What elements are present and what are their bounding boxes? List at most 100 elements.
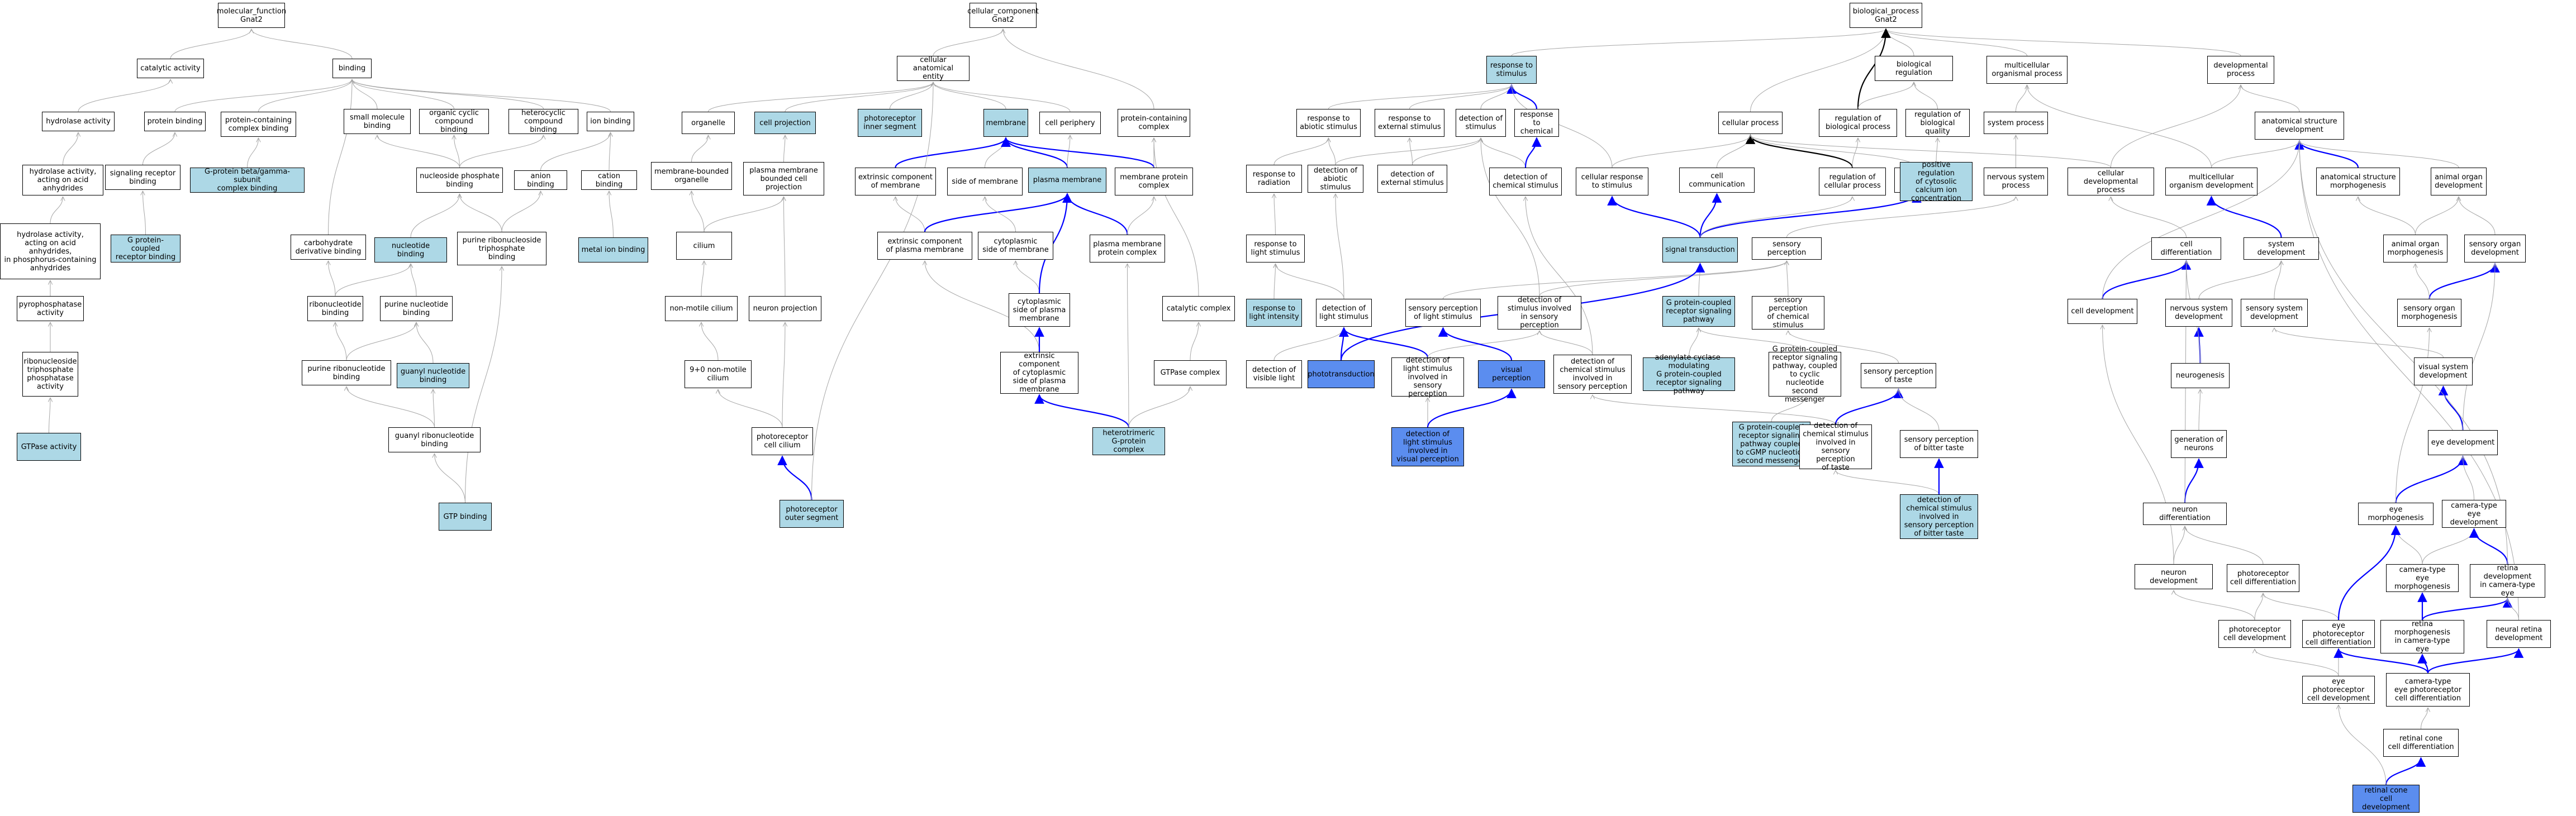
go-term-detect-chemical[interactable]: detection of chemical stimulus xyxy=(1489,168,1562,195)
go-term-protein-binding[interactable]: protein binding xyxy=(144,112,206,131)
go-term-system-process[interactable]: system process xyxy=(1984,112,2048,134)
go-term-ninepzero[interactable]: 9+0 non-motile cilium xyxy=(685,360,752,388)
go-term-cell-development[interactable]: cell development xyxy=(2068,299,2137,324)
go-term-eye-morphogenesis[interactable]: eye morphogenesis xyxy=(2358,503,2434,525)
go-term-anion[interactable]: anion binding xyxy=(514,170,567,190)
go-term-hydrolase[interactable]: hydrolase activity xyxy=(42,112,115,131)
go-term-retina-morph[interactable]: retina morphogenesis in camera-type eye xyxy=(2380,620,2464,653)
go-term-nucleoside-phos[interactable]: nucleoside phosphate binding xyxy=(416,168,503,193)
go-term-extrinsic-mem[interactable]: extrinsic component of membrane xyxy=(855,168,936,195)
go-term-eye-development[interactable]: eye development xyxy=(2428,430,2498,455)
go-term-phototransduction[interactable]: phototransduction xyxy=(1308,360,1375,388)
go-term-neurogenesis[interactable]: neurogenesis xyxy=(2171,363,2230,388)
go-term-cellular-process[interactable]: cellular process xyxy=(1718,112,1783,134)
go-term-animal-organ-morph[interactable]: animal organ morphogenesis xyxy=(2383,235,2447,263)
go-term-gtpase[interactable]: GTPase activity xyxy=(17,433,81,461)
go-term-binding[interactable]: binding xyxy=(332,59,372,78)
go-term-camera-eye-morph[interactable]: camera-type eye morphogenesis xyxy=(2386,564,2459,592)
go-term-nonmotile-cilium[interactable]: non-motile cilium xyxy=(665,296,738,321)
go-term-detect-abiotic[interactable]: detection of abiotic stimulus xyxy=(1308,165,1363,193)
go-term-heterocyclic[interactable]: heterocyclic compound binding xyxy=(508,109,578,134)
go-term-nervous-sys-process[interactable]: nervous system process xyxy=(1984,168,2048,195)
go-term-organelle[interactable]: organelle xyxy=(682,112,735,134)
go-term-cell-periphery[interactable]: cell periphery xyxy=(1039,112,1101,134)
go-term-anat-struct-dev[interactable]: anatomical structure development xyxy=(2255,112,2344,140)
go-term-system-development[interactable]: system development xyxy=(2244,237,2319,260)
go-term-sensory-organ-dev[interactable]: sensory organ development xyxy=(2464,235,2526,263)
go-term-sensory-perception[interactable]: sensory perception xyxy=(1752,237,1822,260)
go-term-camera-eye-dev[interactable]: camera-type eye development xyxy=(2442,500,2506,528)
go-term-ion-binding[interactable]: ion binding xyxy=(587,112,634,131)
go-term-resp-light-intensity[interactable]: response to light intensity xyxy=(1246,299,1302,327)
go-term-multicell-org-dev[interactable]: multicellular organism development xyxy=(2165,168,2257,195)
go-term-guanyl-ribonucleotide[interactable]: guanyl ribonucleotide binding xyxy=(388,427,481,452)
go-term-pos-reg-calcium[interactable]: positive regulation of cytosolic calcium… xyxy=(1900,161,1973,203)
go-term-guanyl-nucleotide[interactable]: guanyl nucleotide binding xyxy=(397,363,469,388)
go-term-purine-nucleotide[interactable]: purine nucleotide binding xyxy=(380,296,453,321)
go-term-plasma-mem-prot-complex[interactable]: plasma membrane protein complex xyxy=(1090,235,1165,263)
go-term-bp-root[interactable]: biological_process Gnat2 xyxy=(1850,3,1922,28)
go-term-photoreceptor-outer[interactable]: photoreceptor outer segment xyxy=(780,500,844,528)
go-term-eye-photoreceptor-diff[interactable]: eye photoreceptor cell differentiation xyxy=(2302,620,2375,648)
go-term-sens-perc-bitter[interactable]: sensory perception of bitter taste xyxy=(1900,430,1978,458)
go-term-cilium[interactable]: cilium xyxy=(676,232,732,260)
go-term-cell-projection[interactable]: cell projection xyxy=(754,112,816,134)
go-term-neuron-development[interactable]: neuron development xyxy=(2135,564,2213,589)
go-term-cell-anat[interactable]: cellular anatomical entity xyxy=(897,56,969,81)
go-term-photoreceptor-dev[interactable]: photoreceptor cell development xyxy=(2218,620,2291,648)
go-term-neural-retina-dev[interactable]: neural retina development xyxy=(2487,620,2551,648)
go-term-detect-chem-bitter[interactable]: detection of chemical stimulus involved … xyxy=(1900,494,1978,539)
go-term-detect-light-visual[interactable]: detection of light stimulus involved in … xyxy=(1391,427,1464,466)
go-term-photoreceptor-diff[interactable]: photoreceptor cell differentiation xyxy=(2227,564,2299,592)
go-term-cell-resp-stimulus[interactable]: cellular response to stimulus xyxy=(1576,168,1648,195)
go-term-detect-chem-sensory[interactable]: detection of chemical stimulus involved … xyxy=(1553,355,1632,394)
go-term-detect-light[interactable]: detection of light stimulus xyxy=(1316,299,1372,327)
go-term-neuron-differentiation[interactable]: neuron differentiation xyxy=(2143,503,2227,525)
go-term-nervous-sys-dev[interactable]: nervous system development xyxy=(2165,299,2232,327)
go-term-prot-cont-complex[interactable]: protein-containing complex xyxy=(1118,109,1190,137)
go-term-cc-root[interactable]: cellular_component Gnat2 xyxy=(967,3,1039,28)
go-term-membrane-bounded-org[interactable]: membrane-bounded organelle xyxy=(651,162,732,190)
go-term-sensory-organ-morph[interactable]: sensory organ morphogenesis xyxy=(2397,299,2461,327)
go-term-gpcr-binding[interactable]: G protein-coupled receptor binding xyxy=(111,235,180,263)
go-term-cytoplasmic-side[interactable]: cytoplasmic side of membrane xyxy=(978,232,1053,260)
go-term-visual-perception[interactable]: visual perception xyxy=(1478,360,1545,388)
go-term-plasma-mem-proj[interactable]: plasma membrane bounded cell projection xyxy=(743,162,824,195)
go-term-detect-external[interactable]: detection of external stimulus xyxy=(1377,165,1447,193)
go-term-signaling-receptor[interactable]: signaling receptor binding xyxy=(105,165,180,190)
go-term-photoreceptor-inner[interactable]: photoreceptor inner segment xyxy=(858,109,922,137)
go-term-sens-perc-light[interactable]: sensory perception of light stimulus xyxy=(1405,299,1481,327)
go-term-side-of-membrane[interactable]: side of membrane xyxy=(947,168,1023,195)
go-term-resp-radiation[interactable]: response to radiation xyxy=(1246,165,1302,193)
go-term-photoreceptor-cilium[interactable]: photoreceptor cell cilium xyxy=(752,427,813,455)
go-term-sens-perc-taste[interactable]: sensory perception of taste xyxy=(1861,363,1936,388)
go-term-membrane[interactable]: membrane xyxy=(983,109,1028,137)
go-term-ext-cyto-side[interactable]: extrinsic component of cytoplasmic side … xyxy=(1000,352,1078,394)
go-term-pyrophosphatase[interactable]: pyrophosphatase activity xyxy=(17,296,84,321)
go-term-ribonuc-tri-phos[interactable]: ribonucleoside triphosphate phosphatase … xyxy=(22,352,78,397)
go-term-detect-stimulus[interactable]: detection of stimulus xyxy=(1456,109,1506,137)
go-term-cell-differentiation[interactable]: cell differentiation xyxy=(2151,237,2221,260)
go-term-detect-stim-sensory[interactable]: detection of stimulus involved in sensor… xyxy=(1498,296,1581,330)
go-term-catalytic-complex[interactable]: catalytic complex xyxy=(1162,296,1235,321)
go-term-gpcr-signaling[interactable]: G protein-coupled receptor signaling pat… xyxy=(1662,296,1735,327)
go-term-bio-regulation[interactable]: biological regulation xyxy=(1875,56,1953,81)
go-term-reg-cell-process[interactable]: regulation of cellular process xyxy=(1819,168,1886,195)
go-term-gpcr-second-messenger[interactable]: G protein-coupled receptor signaling pat… xyxy=(1769,345,1841,404)
go-term-resp-external[interactable]: response to external stimulus xyxy=(1375,109,1444,137)
go-term-animal-organ-dev[interactable]: animal organ development xyxy=(2431,168,2487,195)
go-term-anat-struct-morph[interactable]: anatomical structure morphogenesis xyxy=(2316,168,2400,195)
go-term-catalytic[interactable]: catalytic activity xyxy=(137,59,204,78)
go-term-multicell-org[interactable]: multicellular organismal process xyxy=(1986,56,2068,84)
go-term-gtpase-complex[interactable]: GTPase complex xyxy=(1154,360,1227,385)
go-term-retinal-cone-diff[interactable]: retinal cone cell differentiation xyxy=(2383,729,2459,757)
go-term-org-cyclic[interactable]: organic cyclic compound binding xyxy=(419,109,489,134)
go-term-response-stimulus[interactable]: response to stimulus xyxy=(1486,56,1537,84)
go-term-purine-ribonucleotide[interactable]: purine ribonucleotide binding xyxy=(302,360,391,385)
go-term-resp-chemical[interactable]: response to chemical xyxy=(1514,109,1559,137)
go-term-resp-abiotic[interactable]: response to abiotic stimulus xyxy=(1296,109,1361,137)
go-term-hydrolase-acid[interactable]: hydrolase activity, acting on acid anhyd… xyxy=(22,165,103,195)
go-term-purine-ribonuc-tri[interactable]: purine ribonucleoside triphosphate bindi… xyxy=(457,232,546,265)
go-term-visual-sys-dev[interactable]: visual system development xyxy=(2414,357,2473,385)
go-term-adenylate-cyclase[interactable]: adenylate cyclase-modulating G protein-c… xyxy=(1643,354,1735,395)
